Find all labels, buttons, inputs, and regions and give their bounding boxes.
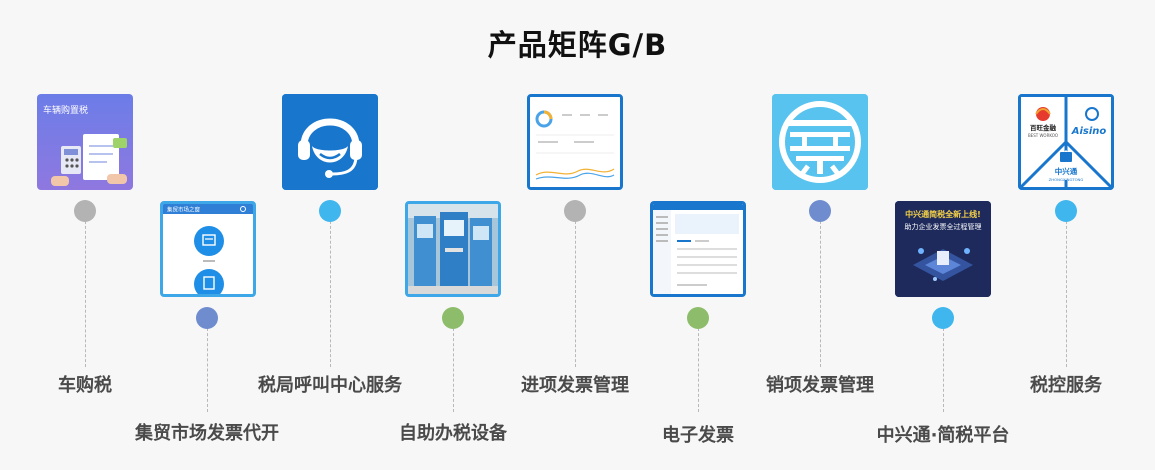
vehicle-tax-thumbnail[interactable]: 车辆购置税 xyxy=(37,94,133,190)
market-invoice-dot xyxy=(196,307,218,329)
call-center-connector xyxy=(330,221,331,367)
e-invoice-thumbnail[interactable] xyxy=(650,201,746,297)
self-service-connector xyxy=(453,328,454,412)
logo-right-text: Aisino xyxy=(1071,126,1107,137)
zte-platform-thumbnail[interactable]: 中兴通简税全新上线! 助力企业发票全过程管理 xyxy=(895,201,991,297)
e-invoice-label[interactable]: 电子发票 xyxy=(662,425,734,446)
logo-bottom-sub: ZHONGXINGTONG xyxy=(1049,177,1084,182)
tax-control-dot xyxy=(1055,200,1077,222)
e-invoice-dot xyxy=(687,307,709,329)
input-invoice-label[interactable]: 进项发票管理 xyxy=(521,375,629,396)
tax-control-thumbnail[interactable]: 百旺金融 BEST WORKOO Aisino 中兴通 ZHONGXINGTON… xyxy=(1018,94,1114,190)
zte-platform-dot xyxy=(932,307,954,329)
page-title: 产品矩阵G/B xyxy=(487,28,668,62)
self-service-label[interactable]: 自助办税设备 xyxy=(399,423,507,444)
market-invoice-connector xyxy=(207,328,208,412)
call-center-label[interactable]: 税局呼叫中心服务 xyxy=(258,375,402,396)
output-invoice-thumbnail[interactable] xyxy=(772,94,868,190)
logo-left-text: 百旺金融 xyxy=(1030,123,1057,132)
input-invoice-dot xyxy=(564,200,586,222)
market-invoice-thumbnail[interactable]: 集贸市场之窗 xyxy=(160,201,256,297)
zte-platform-thumb-line1: 中兴通简税全新上线! xyxy=(905,209,981,219)
zte-platform-label[interactable]: 中兴通·简税平台 xyxy=(876,425,1010,446)
vehicle-tax-label[interactable]: 车购税 xyxy=(58,375,112,396)
market-invoice-label[interactable]: 集贸市场发票代开 xyxy=(135,423,279,444)
zte-platform-thumb-line2: 助力企业发票全过程管理 xyxy=(905,222,982,231)
input-invoice-connector xyxy=(575,221,576,367)
call-center-thumbnail[interactable] xyxy=(282,94,378,190)
logo-bottom-text: 中兴通 xyxy=(1055,166,1078,176)
zte-platform-connector xyxy=(943,328,944,412)
market-invoice-thumb-text: 集贸市场之窗 xyxy=(167,206,201,214)
input-invoice-thumbnail[interactable] xyxy=(527,94,623,190)
output-invoice-label[interactable]: 销项发票管理 xyxy=(766,375,874,396)
self-service-thumbnail[interactable] xyxy=(405,201,501,297)
logo-left-sub: BEST WORKOO xyxy=(1028,133,1058,138)
tax-control-label[interactable]: 税控服务 xyxy=(1030,375,1102,396)
vehicle-tax-thumb-text: 车辆购置税 xyxy=(43,104,88,116)
vehicle-tax-connector xyxy=(85,221,86,367)
output-invoice-connector xyxy=(820,221,821,367)
tax-control-connector xyxy=(1066,221,1067,367)
call-center-dot xyxy=(319,200,341,222)
self-service-dot xyxy=(442,307,464,329)
e-invoice-connector xyxy=(698,328,699,412)
vehicle-tax-dot xyxy=(74,200,96,222)
output-invoice-dot xyxy=(809,200,831,222)
